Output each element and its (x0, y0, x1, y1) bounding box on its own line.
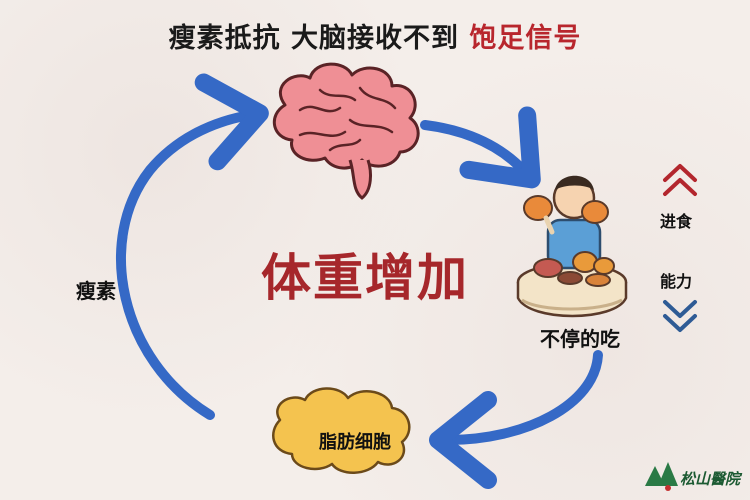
leptin-label: 瘦素 (76, 279, 116, 303)
feeding-label-line2: 能力 (660, 272, 693, 291)
eating-label: 不停的吃 (540, 327, 620, 351)
page-title: 瘦素抵抗 大脑接收不到 饱足信号 (168, 23, 582, 54)
double-chevron-up-icon (663, 164, 697, 196)
double-chevron-down-icon (663, 300, 697, 332)
title-highlight: 饱足信号 (469, 23, 582, 54)
logo-text: 松山醫院 (680, 470, 741, 488)
cycle-arrow-brain-to-eating (420, 106, 541, 189)
eating-person-icon (516, 175, 628, 318)
fat-cell-label: 脂肪细胞 (319, 432, 391, 453)
fat-cell-icon (272, 387, 411, 474)
cycle-arrow-leptin-to-brain (116, 73, 269, 420)
cycle-arrow-eating-to-fat (429, 350, 603, 489)
feeding-label-line1: 进食 (660, 212, 693, 231)
brain-icon (272, 62, 420, 200)
weight-gain-label: 体重增加 (261, 249, 469, 307)
pine-tree-icon (645, 462, 678, 491)
